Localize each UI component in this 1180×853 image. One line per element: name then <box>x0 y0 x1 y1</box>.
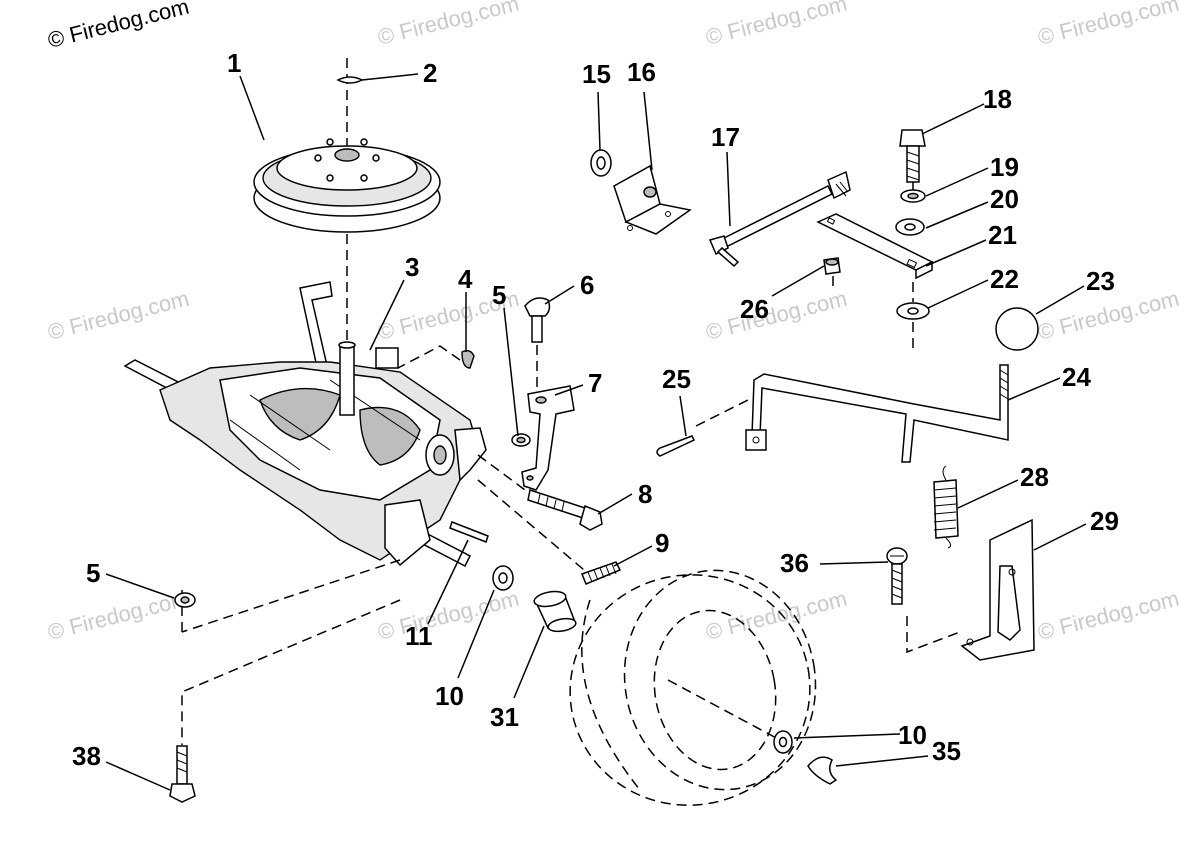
bracket-16-part <box>613 164 692 235</box>
callout-10-right: 10 <box>898 720 927 750</box>
callout-26: 26 <box>740 294 769 324</box>
callout-29: 29 <box>1090 506 1119 536</box>
callout-31: 31 <box>490 702 519 732</box>
callout-17: 17 <box>711 122 740 152</box>
transaxle-part <box>123 281 487 568</box>
callout-15: 15 <box>582 59 611 89</box>
callout-19: 19 <box>990 152 1019 182</box>
callout-5-lower: 5 <box>86 558 100 588</box>
callout-11: 11 <box>405 621 433 651</box>
tire-part <box>569 569 817 806</box>
watermark: © Firedog.com <box>703 0 849 50</box>
callout-7: 7 <box>588 368 602 398</box>
washer-right-part <box>773 730 793 754</box>
callout-5-upper: 5 <box>492 280 506 310</box>
lock-washer-19-part <box>900 189 926 203</box>
callout-20: 20 <box>990 184 1019 214</box>
callout-8: 8 <box>638 479 652 509</box>
callout-18: 18 <box>983 84 1012 114</box>
cotter-pin-25-part <box>656 399 749 457</box>
callout-9: 9 <box>655 528 669 558</box>
spring-part <box>581 561 622 585</box>
watermark: © Firedog.com <box>703 286 849 345</box>
watermark: © Firedog.com <box>1035 586 1180 645</box>
watermark-corner: © Firedog.com <box>45 0 191 53</box>
callout-22: 22 <box>990 264 1019 294</box>
spacer-part <box>533 590 577 633</box>
bolt-18-part <box>899 129 926 192</box>
knob-23-part <box>995 307 1039 351</box>
washer-part <box>492 565 514 591</box>
lever-24-part <box>745 364 1009 463</box>
clip-35-part <box>807 756 838 785</box>
spring-28-part <box>933 465 959 549</box>
bracket-part <box>521 385 575 491</box>
callout-16: 16 <box>627 57 656 87</box>
plate-21-part <box>816 213 934 280</box>
callout-6: 6 <box>580 270 594 300</box>
callout-4: 4 <box>458 264 473 294</box>
clip-part <box>336 76 364 84</box>
nut-part <box>511 433 531 447</box>
washer-22-part <box>896 282 930 348</box>
bolt-38-part <box>169 745 196 803</box>
watermark: © Firedog.com <box>375 0 521 50</box>
callout-1: 1 <box>227 48 241 78</box>
bracket-29-part <box>960 518 1035 661</box>
callout-24: 24 <box>1062 362 1091 392</box>
callout-35: 35 <box>932 736 961 766</box>
watermark: © Firedog.com <box>375 586 521 645</box>
washer-15-part <box>590 149 612 177</box>
screw-36-part <box>886 547 961 654</box>
nut-lower-part <box>174 592 196 608</box>
callout-23: 23 <box>1086 266 1115 296</box>
callout-36: 36 <box>780 548 809 578</box>
leader-lines <box>105 73 1087 791</box>
callout-3: 3 <box>405 252 419 282</box>
key-part <box>397 345 475 369</box>
watermark: © Firedog.com <box>45 286 191 345</box>
callout-10-lower: 10 <box>435 681 464 711</box>
watermark: © Firedog.com <box>1035 0 1180 50</box>
callout-25: 25 <box>662 364 691 394</box>
nut-26-part <box>823 257 841 290</box>
washer-20-part <box>895 218 925 236</box>
rod-17-part <box>708 170 851 268</box>
bolt-8-part <box>527 489 603 531</box>
shaft-key-part <box>449 521 489 543</box>
callout-38: 38 <box>72 741 101 771</box>
bolt-part <box>524 297 551 398</box>
pulley-part <box>253 58 441 350</box>
callout-28: 28 <box>1020 462 1049 492</box>
callout-21: 21 <box>988 220 1017 250</box>
callout-2: 2 <box>423 58 437 88</box>
callout-labels: 1 2 3 4 5 6 5 7 8 9 10 11 10 15 16 17 18… <box>72 48 1119 771</box>
watermark: © Firedog.com <box>45 586 191 645</box>
